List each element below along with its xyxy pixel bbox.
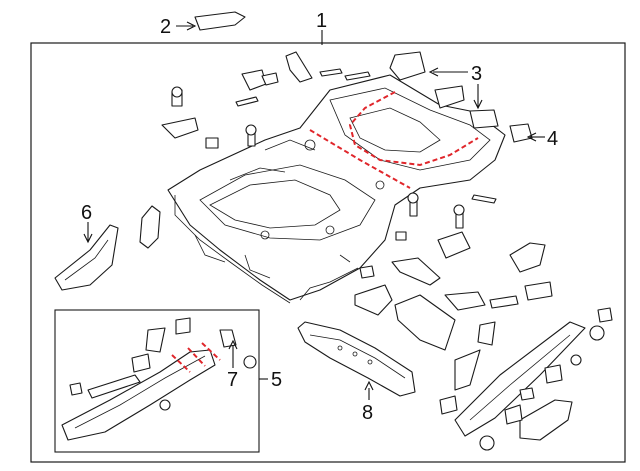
inset-rail-parts	[61, 317, 257, 441]
callout-1: 1	[316, 10, 327, 32]
cross-member-part-8	[297, 321, 416, 397]
callout-4: 4	[547, 128, 558, 150]
callout-5: 5	[271, 369, 282, 391]
small-brackets	[161, 11, 533, 279]
inset-cut-lines	[171, 342, 221, 373]
right-side-parts	[354, 242, 613, 451]
floor-cut-line	[309, 129, 411, 189]
leader-lines	[83, 21, 545, 400]
inset-frame	[54, 309, 260, 453]
callout-3: 3	[471, 63, 482, 85]
callout-2: 2	[160, 16, 171, 38]
spare-wheel-well-cut-line	[348, 91, 479, 167]
callout-8: 8	[362, 402, 373, 424]
rear-floor-pan	[167, 74, 506, 304]
main-assembly-frame	[30, 42, 626, 463]
callout-7: 7	[227, 369, 238, 391]
side-member-part-6	[54, 205, 161, 291]
callout-6: 6	[81, 202, 92, 224]
